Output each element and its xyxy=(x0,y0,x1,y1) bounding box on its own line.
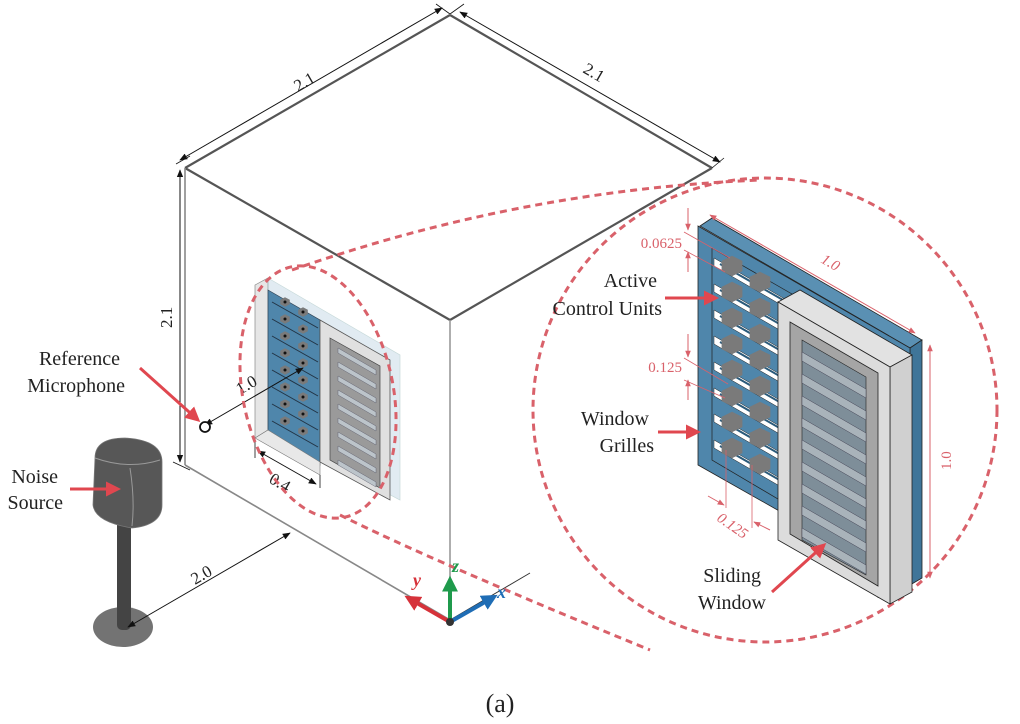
dim-detail-height: 1.0 xyxy=(939,451,955,470)
louver-slat xyxy=(801,395,867,443)
louver-slat xyxy=(801,439,867,487)
louver-slat xyxy=(337,347,377,376)
microphone-icon xyxy=(199,421,211,433)
active-control-unit xyxy=(721,359,743,381)
coordinate-axes: z y x xyxy=(404,556,506,626)
grille-bar xyxy=(271,335,319,363)
dim-detail-width: 1.0 xyxy=(818,252,843,275)
louver-slat xyxy=(337,389,377,418)
unit-center xyxy=(283,419,287,423)
dim-source-to-wall: 2.0 xyxy=(188,561,216,588)
dim-detail-horizontal-spacing: 0.125 xyxy=(714,510,751,543)
axis-y-arrow xyxy=(404,595,451,624)
louver-slat xyxy=(801,483,867,531)
louver-slat xyxy=(337,445,377,474)
dim-width-left: 2.1 xyxy=(291,68,319,95)
unit-center xyxy=(283,317,287,321)
active-control-unit xyxy=(749,401,771,423)
grille-bar xyxy=(271,318,319,346)
small-window-assembly xyxy=(254,277,401,501)
dim-height: 2.1 xyxy=(157,307,176,328)
louver-slat xyxy=(337,403,377,432)
active-control-unit xyxy=(721,411,743,433)
louver-slat xyxy=(801,527,867,575)
louver-slat xyxy=(337,459,377,488)
grille-bar xyxy=(271,352,319,380)
louver-slat xyxy=(801,417,867,465)
unit-center xyxy=(283,334,287,338)
louver-slat xyxy=(337,431,377,460)
axis-z-label: z xyxy=(451,556,459,576)
louver-slat xyxy=(801,461,867,509)
unit-center xyxy=(283,402,287,406)
active-control-unit xyxy=(721,385,743,407)
louver-slat xyxy=(801,351,867,399)
label-sliding-window: Sliding Window xyxy=(698,565,767,614)
louver-slat xyxy=(801,373,867,421)
grille-bar xyxy=(271,301,319,329)
zoom-callout xyxy=(238,176,999,652)
active-control-unit xyxy=(749,427,771,449)
unit-center xyxy=(283,300,287,304)
dim-width-right: 2.1 xyxy=(580,59,608,86)
unit-center xyxy=(283,385,287,389)
unit-center xyxy=(283,368,287,372)
dim-detail-unit-spacing: 0.125 xyxy=(648,360,682,376)
unit-center xyxy=(301,412,305,416)
dim-detail-top-spacing: 0.0625 xyxy=(641,236,682,252)
active-control-unit xyxy=(749,453,771,475)
louver-slat xyxy=(337,361,377,390)
label-reference-microphone: Reference Microphone xyxy=(27,348,125,397)
active-control-unit xyxy=(721,333,743,355)
axis-y-label: y xyxy=(411,570,422,590)
label-active-control-units: Active Control Units xyxy=(553,270,663,320)
label-window-grilles: Window Grilles xyxy=(581,408,654,457)
label-noise-source: Noise Source xyxy=(7,466,63,514)
unit-center xyxy=(283,351,287,355)
louver-slat xyxy=(337,375,377,404)
louver-slat xyxy=(337,417,377,446)
detail-window-assembly xyxy=(697,217,923,605)
axis-x-label: x xyxy=(496,582,506,602)
axis-x-arrow xyxy=(449,594,498,624)
active-control-unit xyxy=(721,437,743,459)
unit-center xyxy=(301,310,305,314)
active-control-unit xyxy=(749,349,771,371)
active-control-unit xyxy=(749,375,771,397)
unit-center xyxy=(301,395,305,399)
unit-center xyxy=(301,361,305,365)
unit-center xyxy=(301,327,305,331)
figure-caption: (a) xyxy=(486,689,515,718)
room-dimensions: 2.1 2.1 2.1 xyxy=(157,3,725,471)
unit-center xyxy=(301,344,305,348)
louver-slat xyxy=(801,505,867,553)
unit-center xyxy=(301,429,305,433)
unit-center xyxy=(301,378,305,382)
speaker-icon xyxy=(92,437,163,647)
